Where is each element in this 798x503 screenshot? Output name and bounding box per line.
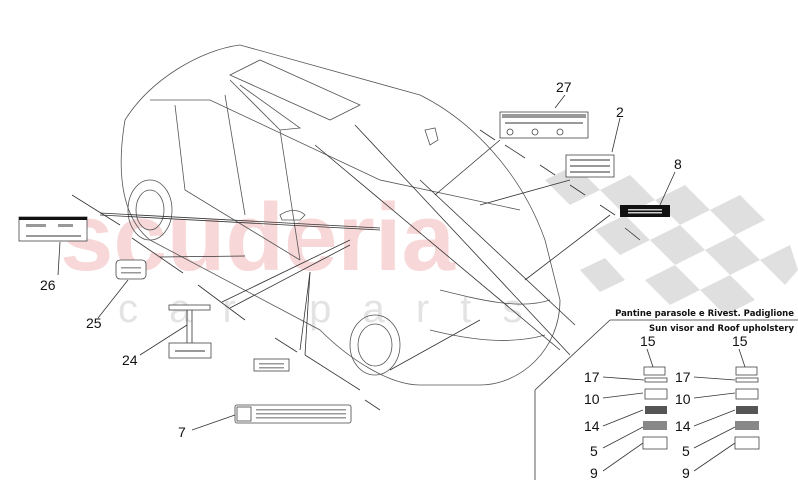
- decal-27: [499, 111, 589, 139]
- decal-25: [115, 259, 147, 280]
- decal-7: [234, 404, 352, 424]
- inset-panel: Pantine parasole e Rivest. Padiglione Su…: [584, 309, 794, 481]
- callout-24: 24: [122, 352, 138, 368]
- callout-10: 10: [584, 391, 600, 407]
- decal-misc: [253, 358, 290, 372]
- callout-10: 10: [675, 391, 691, 407]
- callout-7: 7: [178, 424, 186, 440]
- panel-title-it: Pantine parasole e Rivest. Padiglione: [615, 309, 794, 319]
- callout-17: 17: [675, 369, 691, 385]
- callout-17: 17: [584, 369, 600, 385]
- decal-8: [620, 205, 670, 217]
- callout-15: 15: [640, 333, 656, 349]
- callout-15: 15: [732, 333, 748, 349]
- callout-9: 9: [590, 465, 598, 481]
- callout-8: 8: [674, 156, 682, 172]
- callout-26: 26: [40, 277, 56, 293]
- callout-25: 25: [86, 315, 102, 331]
- checkered-flag-watermark: [545, 165, 798, 315]
- car-outline: [120, 44, 561, 386]
- callout-5: 5: [590, 443, 598, 459]
- decal-2: [565, 154, 615, 178]
- decal-24: [168, 304, 212, 359]
- panel-column-right: 15 17 10 14 5 9: [675, 333, 760, 481]
- callout-2: 2: [616, 104, 624, 120]
- leader-lines: [57, 94, 798, 480]
- callout-5: 5: [682, 443, 690, 459]
- panel-column-left: 15 17 10 14 5 9: [584, 333, 668, 481]
- callout-27: 27: [556, 79, 572, 95]
- callout-14: 14: [584, 418, 600, 434]
- decal-26: [18, 216, 88, 242]
- panel-title-en: Sun visor and Roof upholstery: [649, 324, 794, 334]
- callout-14: 14: [675, 418, 691, 434]
- callout-9: 9: [682, 465, 690, 481]
